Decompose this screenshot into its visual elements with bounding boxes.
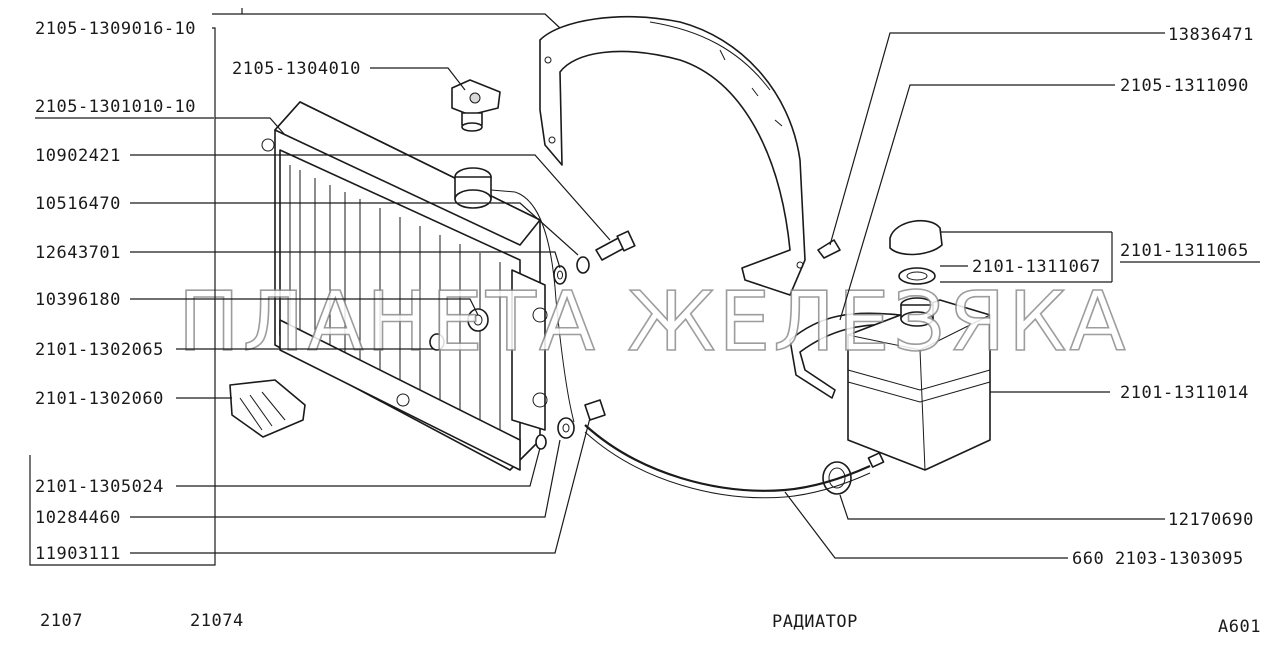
label-tank-cap-group: 2101-1311065 xyxy=(1120,241,1249,261)
hose-drawing xyxy=(584,424,871,492)
overflow-pipe-drawing xyxy=(514,191,575,423)
label-drain-plug: 2101-1302065 xyxy=(35,340,164,360)
label-shroud-bolt: 13836471 xyxy=(1168,25,1254,45)
label-screw: 10902421 xyxy=(35,146,121,166)
label-nut: 10396180 xyxy=(35,290,121,310)
label-hose-clamp: 12170690 xyxy=(1168,510,1254,530)
label-tank-strap: 2105-1311090 xyxy=(1120,76,1249,96)
expansion-tank-drawing xyxy=(789,220,991,495)
leader-lines xyxy=(29,8,1165,566)
watermark: ПЛАНЕТА ЖЕЛЕЗЯКА xyxy=(178,275,1129,370)
label-support-pad: 2101-1302060 xyxy=(35,389,164,409)
footer-page-code: A601 xyxy=(1218,617,1261,637)
footer-model-1: 2107 xyxy=(40,611,83,631)
footer-model-2: 21074 xyxy=(190,611,244,631)
label-nut-lower: 10284460 xyxy=(35,508,121,528)
label-radiator-cap: 2105-1304010 xyxy=(232,59,361,79)
label-bolt-lower: 11903111 xyxy=(35,544,121,564)
footer-title: РАДИАТОР xyxy=(772,612,858,632)
label-washer-spring: 10516470 xyxy=(35,194,121,214)
label-fan-shroud: 2105-1309016-10 xyxy=(35,19,196,39)
label-bushing: 2101-1305024 xyxy=(35,477,164,497)
label-radiator: 2105-1301010-10 xyxy=(35,97,196,117)
radiator-cap-drawing xyxy=(451,79,501,132)
label-hose: 660 2103-1303095 xyxy=(1072,549,1244,569)
fan-shroud-drawing xyxy=(539,16,806,296)
label-expansion-tank: 2101-1311014 xyxy=(1120,383,1249,403)
radiator-drawing xyxy=(261,101,548,471)
small-hardware-drawing xyxy=(229,230,841,450)
label-washer-flat: 12643701 xyxy=(35,243,121,263)
label-tank-gasket: 2101-1311067 xyxy=(972,257,1101,277)
hose-inner-drawing xyxy=(584,431,871,499)
